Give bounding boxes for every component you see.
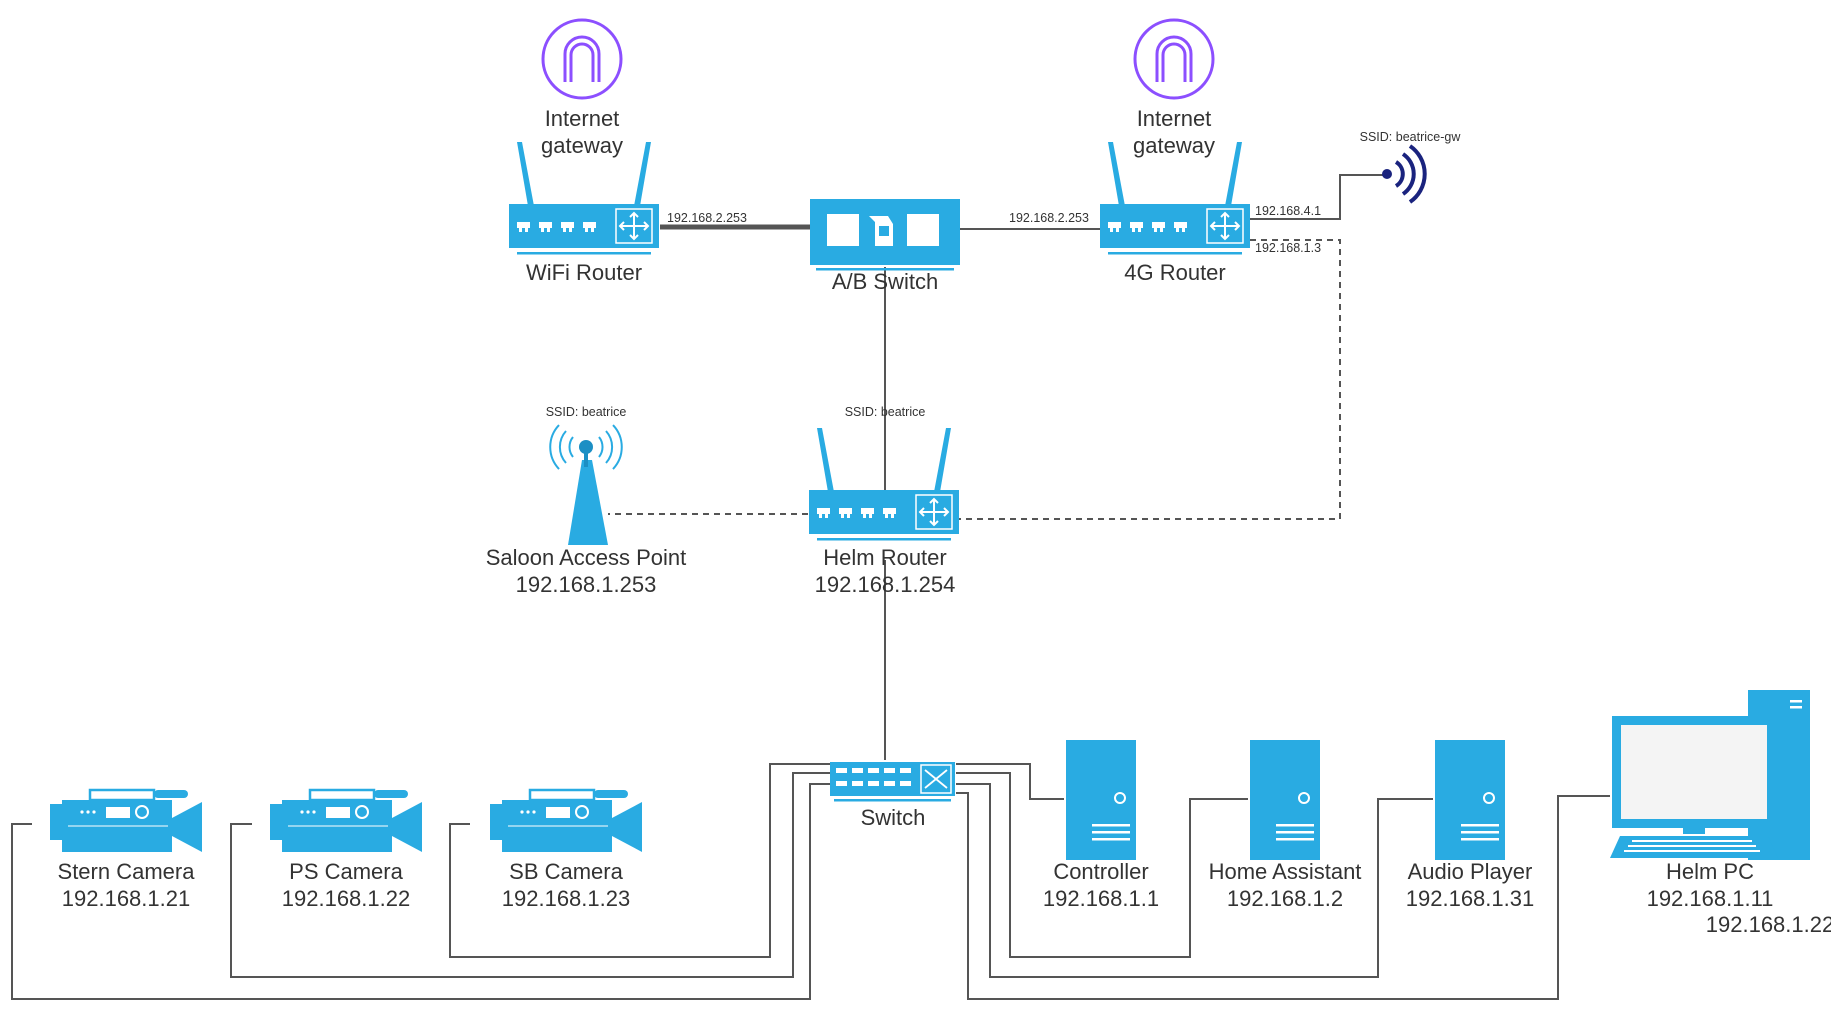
server-icon: [1249, 739, 1321, 861]
network-switch: Switch: [829, 761, 956, 830]
router-4g-ip-lan: 192.168.1.3: [1255, 241, 1321, 255]
link-switch-audio-player: [956, 783, 1433, 978]
wifi-router-label: WiFi Router: [526, 260, 642, 285]
desktop-pc-icon: [1610, 690, 1810, 860]
internet-gateway-right: Internet gateway: [1133, 18, 1215, 158]
stern-camera: Stern Camera 192.168.1.21: [48, 788, 204, 911]
router-4g-ip-wifi: 192.168.4.1: [1255, 204, 1321, 218]
server-icon: [1434, 739, 1506, 861]
video-camera-icon: [488, 788, 644, 854]
wifi-router: WiFi Router 192.168.2.253: [508, 141, 747, 285]
router-icon: [508, 141, 660, 256]
link-4g-router-hotspot: [1250, 174, 1385, 220]
controller: Controller 192.168.1.1: [1043, 739, 1159, 911]
gateway-label-line2: gateway: [541, 133, 623, 158]
sb-camera-ip: 192.168.1.23: [502, 886, 630, 911]
helm-router-ssid: SSID: beatrice: [845, 405, 926, 419]
helm-router-label: Helm Router: [823, 545, 946, 570]
link-switch-sb-camera: [449, 763, 830, 958]
home-assistant-ip: 192.168.1.2: [1227, 886, 1343, 911]
router-4g: 4G Router 192.168.2.253 192.168.4.1 192.…: [1009, 141, 1321, 285]
wifi-hotspot: SSID: beatrice-gw: [1360, 130, 1462, 204]
access-point-icon: [549, 424, 623, 545]
link-switch-helm-pc: [956, 792, 1610, 1000]
link-switch-ps-camera: [230, 772, 830, 978]
ps-camera-ip: 192.168.1.22: [282, 886, 410, 911]
audio-player: Audio Player 192.168.1.31: [1406, 739, 1534, 911]
internet-gateway-icon: [1133, 18, 1215, 100]
sb-camera: SB Camera 192.168.1.23: [488, 788, 644, 911]
ab-switch: A/B Switch: [810, 199, 960, 294]
wifi-signal-icon: [1382, 144, 1427, 204]
audio-player-label: Audio Player: [1408, 859, 1533, 884]
link-switch-home-assistant: [956, 772, 1248, 958]
ab-switch-label: A/B Switch: [832, 269, 938, 294]
link-switch-controller: [956, 763, 1064, 800]
saloon-ap-ip: 192.168.1.253: [516, 572, 657, 597]
helm-pc-ip: 192.168.1.11: [1647, 886, 1774, 911]
internet-gateway-icon: [541, 18, 623, 100]
helm-pc-label: Helm PC: [1666, 859, 1754, 884]
sb-camera-label: SB Camera: [509, 859, 623, 884]
router-icon: [1099, 141, 1251, 256]
controller-label: Controller: [1053, 859, 1148, 884]
saloon-access-point: SSID: beatrice Saloon Access Point 192.1…: [486, 405, 687, 597]
home-assistant: Home Assistant 192.168.1.2: [1209, 739, 1362, 911]
saloon-ap-label: Saloon Access Point: [486, 545, 687, 570]
helm-router-ip: 192.168.1.254: [815, 572, 956, 597]
link-4g-router-helm-router: [958, 239, 1341, 520]
helm-pc: Helm PC 192.168.1.11 192.168.1.22: [1610, 690, 1831, 937]
switch-label: Switch: [861, 805, 926, 830]
router-4g-ip-in: 192.168.2.253: [1009, 211, 1089, 225]
helm-pc-ip-secondary: 192.168.1.22: [1706, 912, 1831, 937]
internet-gateway-left: Internet gateway: [541, 18, 623, 158]
link-switch-stern-camera: [11, 783, 830, 1000]
controller-ip: 192.168.1.1: [1043, 886, 1159, 911]
video-camera-icon: [48, 788, 204, 854]
home-assistant-label: Home Assistant: [1209, 859, 1362, 884]
server-icon: [1065, 739, 1137, 861]
router-4g-label: 4G Router: [1124, 260, 1226, 285]
audio-player-ip: 192.168.1.31: [1406, 886, 1534, 911]
gateway-label-line2: gateway: [1133, 133, 1215, 158]
wifi-router-port-ip: 192.168.2.253: [667, 211, 747, 225]
ps-camera: PS Camera 192.168.1.22: [268, 788, 424, 911]
gateway-label-line1: Internet: [545, 106, 620, 131]
ps-camera-label: PS Camera: [289, 859, 403, 884]
stern-camera-ip: 192.168.1.21: [62, 886, 190, 911]
stern-camera-label: Stern Camera: [58, 859, 196, 884]
network-switch-icon: [829, 761, 956, 803]
helm-router: SSID: beatrice Helm Router 192.168.1.254: [808, 405, 960, 597]
video-camera-icon: [268, 788, 424, 854]
ab-switch-icon: [810, 199, 960, 271]
saloon-ap-ssid: SSID: beatrice: [546, 405, 627, 419]
hotspot-ssid: SSID: beatrice-gw: [1360, 130, 1462, 144]
network-links: [11, 174, 1610, 1000]
gateway-label-line1: Internet: [1137, 106, 1212, 131]
